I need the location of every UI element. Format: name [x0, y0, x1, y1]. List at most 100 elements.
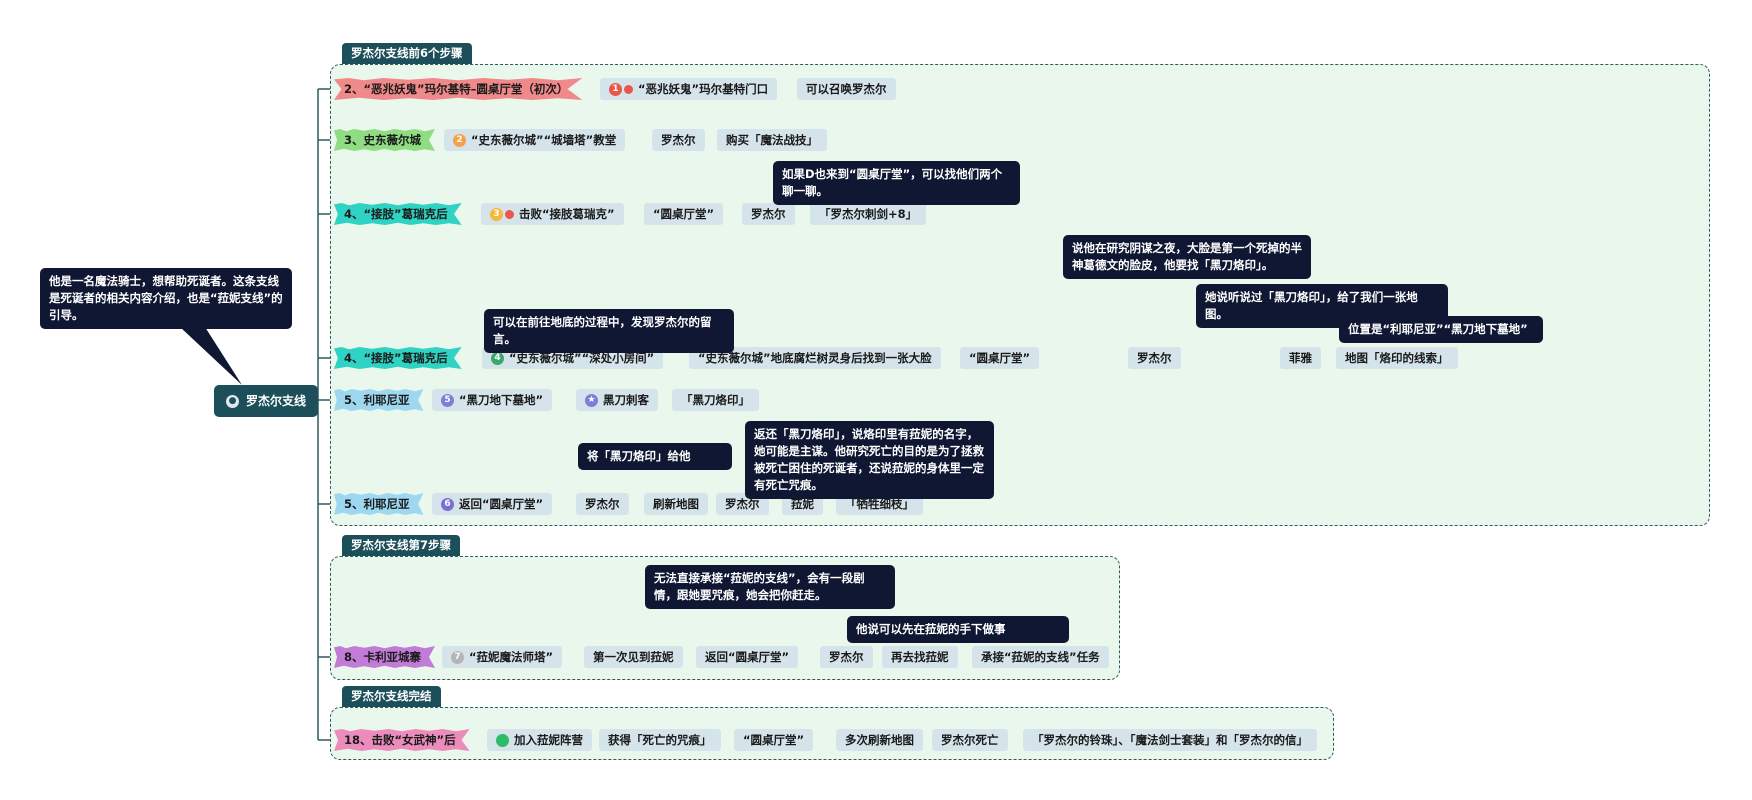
step-node[interactable]: 加入菈妮阵营 [487, 729, 592, 751]
step-node[interactable]: 3 击败“接肢葛瑞克” [481, 203, 624, 225]
central-topic[interactable]: ● 罗杰尔支线 [214, 385, 319, 417]
step-node[interactable]: “圆桌厅堂” [960, 347, 1040, 369]
step-node[interactable]: “圆桌厅堂” [644, 203, 724, 225]
step-node-label: “黑刀地下墓地” [459, 393, 544, 407]
step-node[interactable]: 可以召唤罗杰尔 [797, 78, 896, 100]
step-node[interactable]: 第一次见到菈妮 [584, 646, 683, 668]
branch-tag[interactable]: 4、“接肢”葛瑞克后 [334, 203, 462, 225]
step-node-label: 击败“接肢葛瑞克” [519, 207, 615, 221]
step-node-label: 罗杰尔 [829, 650, 864, 664]
callout-note: 说他在研究阴谋之夜，大脸是第一个死掉的半神葛德文的脸皮，他要找「黑刀烙印」。 [1063, 235, 1311, 279]
step-node[interactable]: “史东薇尔城”地底腐烂树灵身后找到一张大脸 [689, 347, 941, 369]
callout-note: 返还「黑刀烙印」，说烙印里有菈妮的名字，她可能是主谋。他研究死亡的目的是为了拯救… [745, 421, 994, 499]
step-number-icon: 3 [490, 207, 503, 221]
step-node-label: 购买「魔法战技」 [726, 133, 818, 147]
central-topic-label: 罗杰尔支线 [246, 394, 307, 408]
step-node[interactable]: 罗杰尔死亡 [932, 729, 1008, 751]
central-note: 他是一名魔法骑士，想帮助死诞者。这条支线是死诞者的相关内容介绍，也是“菈妮支线”… [40, 268, 292, 329]
branch-tag[interactable]: 8、卡利亚城寨 [334, 646, 436, 668]
step-node-label: 菲雅 [1289, 351, 1312, 365]
callout-note: 他说可以先在菈妮的手下做事 [847, 616, 1069, 643]
step-node[interactable]: 地图「烙印的线索」 [1336, 347, 1458, 369]
group-label-steps-1-6: 罗杰尔支线前6个步骤 [342, 43, 472, 64]
step-node-label: 罗杰尔 [725, 497, 760, 511]
step-node[interactable]: 购买「魔法战技」 [717, 129, 827, 151]
step-node-label: 罗杰尔死亡 [941, 733, 999, 747]
step-number-icon [496, 733, 509, 747]
step-node[interactable]: 罗杰尔 [742, 203, 795, 225]
step-node[interactable]: 6 返回“圆桌厅堂” [432, 493, 553, 515]
step-node-label: 「黑刀烙印」 [681, 393, 750, 407]
step-node-label: “史东薇尔城”“深处小房间” [509, 351, 655, 365]
group-label-step-7: 罗杰尔支线第7步骤 [342, 535, 461, 556]
branch-tag[interactable]: 5、利耶尼亚 [334, 389, 424, 411]
step-node[interactable]: 多次刷新地图 [836, 729, 923, 751]
step-node[interactable]: 「罗杰尔的铃珠」、「魔法剑士套装」和「罗杰尔的信」 [1023, 729, 1317, 751]
step-node[interactable]: 罗杰尔 [576, 493, 629, 515]
step-number-icon: 7 [451, 650, 464, 664]
step-node[interactable]: 罗杰尔 [1128, 347, 1181, 369]
step-node-label: “菈妮魔法师塔” [469, 650, 554, 664]
step-node[interactable]: 罗杰尔 [652, 129, 705, 151]
person-icon: ● [226, 394, 239, 408]
step-node-label: 可以召唤罗杰尔 [806, 82, 887, 96]
step-node[interactable]: 承接“菈妮的支线”任务 [972, 646, 1109, 668]
callout-note: 如果D也来到“圆桌厅堂”，可以找他们两个聊一聊。 [773, 161, 1020, 205]
step-number-icon: 5 [441, 393, 454, 407]
branch-tag[interactable]: 5、利耶尼亚 [334, 493, 424, 515]
step-node-label: 地图「烙印的线索」 [1345, 351, 1449, 365]
branch-tag[interactable]: 18、击败“女武神”后 [334, 729, 470, 751]
flag-icon [624, 84, 633, 94]
step-node[interactable]: 再去找菈妮 [882, 646, 958, 668]
step-node-label: 再去找菈妮 [891, 650, 949, 664]
step-node[interactable]: 7 “菈妮魔法师塔” [442, 646, 563, 668]
step-node-label: 「牺牲细枝」 [845, 497, 914, 511]
step-node-label: 罗杰尔 [751, 207, 786, 221]
step-node[interactable]: 5 “黑刀地下墓地” [432, 389, 553, 411]
step-node-label: 返回“圆桌厅堂” [705, 650, 790, 664]
step-node-label: 「罗杰尔的铃珠」、「魔法剑士套装」和「罗杰尔的信」 [1032, 733, 1308, 747]
step-node-label: 获得「死亡的咒痕」 [608, 733, 712, 747]
step-node-label: 加入菈妮阵营 [514, 733, 583, 747]
step-number-icon: 1 [609, 82, 622, 96]
star-icon: ★ [585, 393, 598, 407]
step-node[interactable]: “圆桌厅堂” [734, 729, 814, 751]
flag-icon [505, 209, 514, 219]
step-node[interactable]: 「罗杰尔刺剑+8」 [810, 203, 927, 225]
branch-tag[interactable]: 4、“接肢”葛瑞克后 [334, 347, 462, 369]
callout-note: 无法直接承接“菈妮的支线”，会有一段剧情，跟她要咒痕，她会把你赶走。 [645, 565, 895, 609]
step-number-icon: 6 [441, 497, 454, 511]
central-note-pointer [180, 327, 242, 385]
step-node-label: “圆桌厅堂” [653, 207, 715, 221]
step-node[interactable]: 获得「死亡的咒痕」 [599, 729, 721, 751]
step-node-label: 刷新地图 [653, 497, 699, 511]
step-node[interactable]: 1 “恶兆妖鬼”玛尔基特门口 [600, 78, 778, 100]
step-node-label: “恶兆妖鬼”玛尔基特门口 [638, 82, 769, 96]
step-node-label: “圆桌厅堂” [743, 733, 805, 747]
step-node-label: 菈妮 [791, 497, 814, 511]
branch-tag[interactable]: 3、史东薇尔城 [334, 129, 436, 151]
callout-note: 将「黑刀烙印」给他 [578, 443, 732, 470]
step-number-icon: 4 [491, 351, 504, 365]
step-node-label: 承接“菈妮的支线”任务 [981, 650, 1100, 664]
step-number-icon: 2 [453, 133, 466, 147]
step-node-label: “史东薇尔城”地底腐烂树灵身后找到一张大脸 [698, 351, 932, 365]
step-node[interactable]: 刷新地图 [644, 493, 708, 515]
step-node-label: 返回“圆桌厅堂” [459, 497, 544, 511]
step-node-label: “史东薇尔城”“城墙塔”教堂 [471, 133, 617, 147]
branch-tag[interactable]: 2、“恶兆妖鬼”玛尔基特–圆桌厅堂（初次） [334, 78, 583, 100]
step-node[interactable]: 2 “史东薇尔城”“城墙塔”教堂 [444, 129, 626, 151]
step-node-label: 黑刀刺客 [603, 393, 649, 407]
step-node[interactable]: 罗杰尔 [820, 646, 873, 668]
step-node-label: 罗杰尔 [585, 497, 620, 511]
callout-note: 可以在前往地底的过程中，发现罗杰尔的留言。 [484, 309, 734, 353]
step-node[interactable]: 「黑刀烙印」 [672, 389, 759, 411]
step-node-label: 「罗杰尔刺剑+8」 [819, 207, 918, 221]
step-node-label: 罗杰尔 [1137, 351, 1172, 365]
callout-note: 位置是“利耶尼亚”“黑刀地下墓地” [1339, 316, 1543, 343]
group-label-finale: 罗杰尔支线完结 [342, 686, 441, 707]
step-node-label: 第一次见到菈妮 [593, 650, 674, 664]
step-node[interactable]: 菲雅 [1280, 347, 1321, 369]
step-node[interactable]: 返回“圆桌厅堂” [696, 646, 799, 668]
step-node[interactable]: ★ 黑刀刺客 [576, 389, 658, 411]
